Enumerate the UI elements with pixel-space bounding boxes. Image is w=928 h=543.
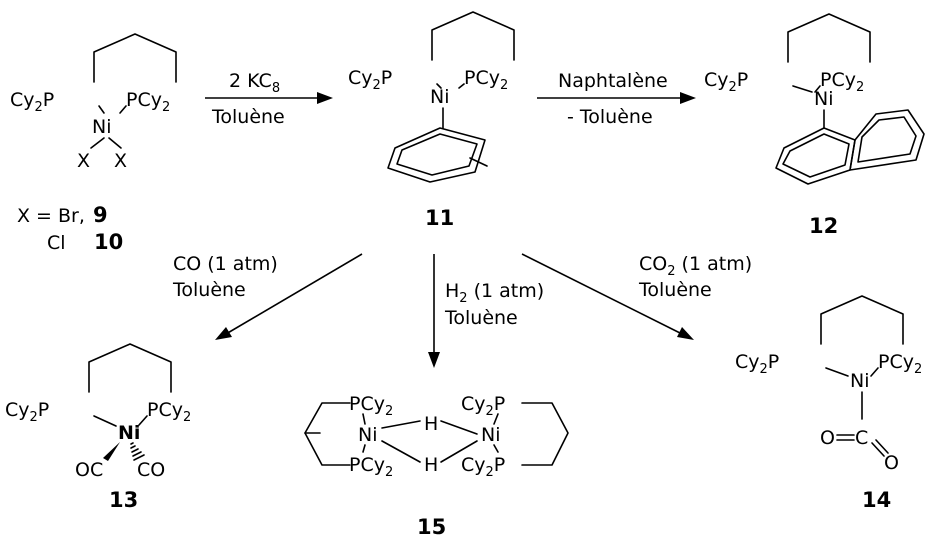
svg-text:PCy2: PCy2 bbox=[820, 69, 864, 95]
hashed-bond bbox=[130, 442, 145, 461]
propane-backbone bbox=[93, 33, 177, 83]
carboxylation-reagent: CO2 (1 atm) bbox=[639, 253, 752, 279]
nickel-label: Ni bbox=[850, 370, 870, 392]
exchange-reagent: Naphtalène bbox=[558, 70, 668, 92]
oxygen-right: O bbox=[884, 452, 899, 474]
toluene-ring bbox=[387, 127, 486, 183]
svg-text:Cy2P: Cy2P bbox=[461, 393, 505, 419]
arrow-carbonylation: CO (1 atm) Toluène bbox=[172, 253, 363, 340]
compound-12: Cy2P PCy2 Ni bbox=[704, 13, 925, 185]
legend-number-10: 10 bbox=[94, 230, 123, 254]
carbonyl-left: OC bbox=[75, 459, 103, 481]
arrow-reduction: 2 KC8 Toluène bbox=[205, 70, 333, 128]
halide-x-left: X bbox=[77, 150, 90, 172]
svg-text:Cy2P: Cy2P bbox=[735, 351, 779, 377]
legend-br: X = Br, bbox=[17, 205, 85, 227]
nickel-label: Ni bbox=[814, 88, 834, 110]
svg-text:PCy2: PCy2 bbox=[147, 399, 191, 425]
carbonylation-reagent: CO (1 atm) bbox=[173, 253, 278, 275]
legend-number-9: 9 bbox=[93, 203, 108, 227]
nickel-label: Ni bbox=[92, 116, 112, 138]
nickel-label: Ni bbox=[118, 422, 140, 444]
reduction-reagent: 2 KC8 bbox=[229, 70, 280, 96]
svg-text:Cy2P: Cy2P bbox=[348, 67, 392, 93]
svg-text:PCy2: PCy2 bbox=[464, 67, 508, 93]
carboxylation-solvent: Toluène bbox=[638, 279, 712, 301]
oxygen-left: O bbox=[820, 427, 835, 449]
compound-9-10: Cy2P PCy2 Ni X X bbox=[10, 33, 177, 172]
legend-cl: Cl bbox=[47, 232, 66, 254]
reduction-solvent: Toluène bbox=[211, 106, 285, 128]
svg-text:Cy2P: Cy2P bbox=[461, 454, 505, 480]
compound-number-12: 12 bbox=[809, 214, 838, 238]
hydrogenation-reagent: H2 (1 atm) bbox=[445, 280, 544, 306]
compound-13: Cy2P PCy2 Ni OC CO 13 bbox=[5, 343, 191, 512]
arrow-arene-exchange: Naphtalène - Toluène bbox=[537, 70, 696, 128]
carbonylation-solvent: Toluène bbox=[172, 279, 246, 301]
arrow-hydrogenation: H2 (1 atm) Toluène bbox=[428, 254, 544, 368]
svg-text:Cy2P: Cy2P bbox=[5, 399, 49, 425]
svg-text:PCy2: PCy2 bbox=[878, 351, 922, 377]
compound-number-13: 13 bbox=[109, 488, 138, 512]
hydride-top: H bbox=[424, 413, 438, 435]
arrow-carboxylation: CO2 (1 atm) Toluène bbox=[521, 253, 752, 340]
pcy2-label: PCy2 bbox=[126, 89, 170, 115]
compound-number-11: 11 bbox=[425, 206, 454, 230]
nickel-label: Ni bbox=[430, 86, 450, 108]
hydride-bottom: H bbox=[424, 454, 438, 476]
cy2p-label: Cy2P bbox=[10, 89, 54, 115]
compound-15: PCy2 PCy2 Ni H H Cy2P Cy2P Ni 15 bbox=[304, 393, 569, 539]
wedge-bond bbox=[103, 442, 120, 461]
nickel-right: Ni bbox=[481, 424, 501, 446]
carbon-co2: C bbox=[855, 427, 868, 449]
svg-text:Cy2P: Cy2P bbox=[704, 69, 748, 95]
naphthalene-ring-right bbox=[849, 109, 925, 171]
nickel-left: Ni bbox=[358, 424, 378, 446]
svg-text:PCy2: PCy2 bbox=[349, 454, 393, 480]
compound-number-15: 15 bbox=[417, 515, 446, 539]
exchange-solvent: - Toluène bbox=[567, 106, 653, 128]
halide-x-right: X bbox=[114, 150, 127, 172]
compound-11: Cy2P PCy2 Ni bbox=[348, 11, 515, 183]
carbonyl-right: CO bbox=[137, 459, 165, 481]
svg-text:PCy2: PCy2 bbox=[349, 393, 393, 419]
compound-14: Cy2P PCy2 Ni O C O 14 bbox=[735, 295, 922, 512]
hydrogenation-solvent: Toluène bbox=[444, 307, 518, 329]
halide-legend: X = Br, 9 Cl 10 bbox=[17, 203, 123, 254]
compound-number-14: 14 bbox=[862, 488, 891, 512]
